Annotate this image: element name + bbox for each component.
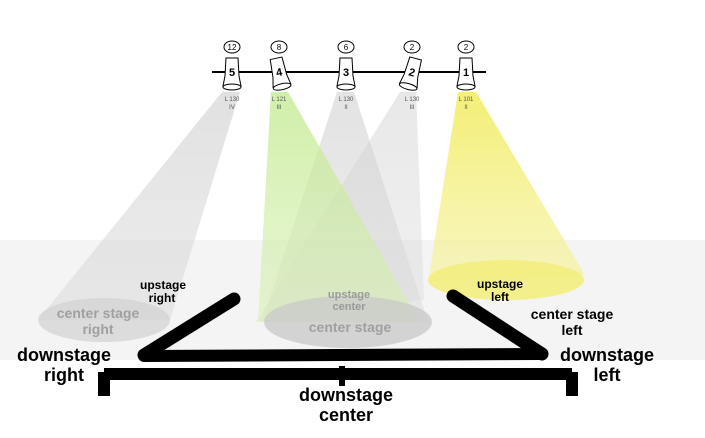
- stage-outline: [98, 289, 578, 396]
- channel-number: 2: [464, 43, 469, 52]
- circuit-label: IV: [229, 105, 235, 111]
- spotlight-icon: 3: [336, 57, 356, 91]
- channel-badge: [337, 40, 355, 54]
- pool-center-stage-right: [38, 298, 170, 342]
- gel-label: L 130: [225, 97, 240, 103]
- beam-instrument-1: [428, 92, 585, 282]
- beam-instrument-5: [38, 92, 240, 320]
- label-center-stage-left: center stage left: [530, 306, 614, 338]
- channel-number: 6: [344, 43, 349, 52]
- label-downstage-right: downstage right: [16, 345, 111, 386]
- beam-instrument-4: [258, 92, 420, 322]
- instrument-number: 3: [343, 67, 349, 79]
- channel-number: 8: [277, 43, 282, 52]
- pool-upstage-left: [428, 260, 584, 300]
- instrument-number: 1: [463, 67, 469, 79]
- pool-center-stage: [264, 296, 432, 348]
- circuit-label: III: [409, 105, 414, 111]
- gel-label: L 101: [459, 97, 474, 103]
- channel-number: 2: [410, 43, 415, 52]
- instrument-number: 2: [407, 66, 416, 79]
- channel-badge: [270, 40, 288, 54]
- spotlight-icon: 1: [456, 57, 476, 91]
- spotlight-icon: 2: [398, 56, 423, 91]
- channel-badge: [403, 40, 421, 54]
- channel-badge: [223, 40, 241, 54]
- label-downstage-center: downstage center: [298, 385, 393, 426]
- spotlight-icon: 4: [269, 56, 292, 91]
- label-upstage-left: upstage left: [476, 277, 523, 305]
- circuit-label: II: [344, 105, 348, 111]
- circuit-label: III: [276, 105, 281, 111]
- instrument-number: 4: [275, 66, 284, 79]
- channel-badge: [457, 40, 475, 54]
- gel-label: L 130: [405, 97, 420, 103]
- gel-label: L 130: [339, 97, 354, 103]
- label-downstage-left: downstage left: [559, 345, 654, 386]
- spotlight-icon: 5: [222, 57, 242, 91]
- instrument-number: 5: [229, 67, 235, 79]
- circuit-label: II: [464, 105, 468, 111]
- channel-number: 12: [228, 43, 237, 52]
- gel-label: L 121: [272, 97, 287, 103]
- label-upstage-center: upstage center: [327, 289, 371, 314]
- label-center-stage: center stage: [308, 319, 392, 335]
- label-upstage-right: upstage right: [140, 278, 187, 306]
- label-center-stage-right: center stage right: [56, 305, 140, 337]
